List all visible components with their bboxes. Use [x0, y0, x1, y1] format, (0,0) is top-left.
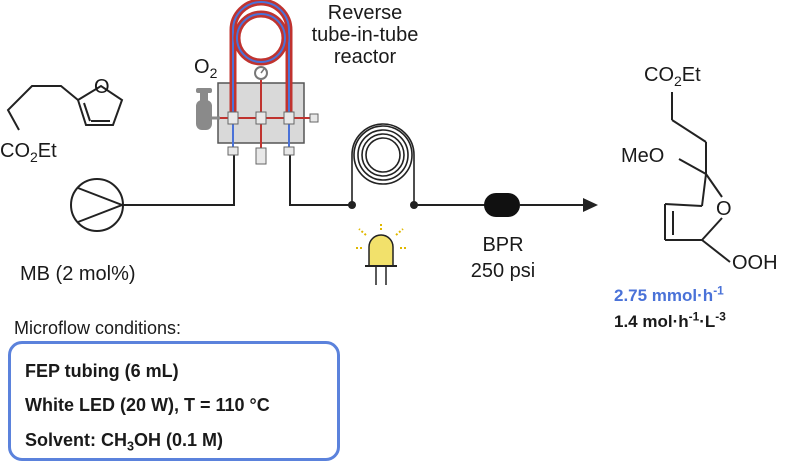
flow-arrowhead [583, 198, 598, 212]
product-ester: CO2Et [644, 64, 701, 89]
substrate-ester-co: CO [0, 140, 30, 162]
reactor-label-line1: Reverse [327, 2, 403, 24]
productivity-label: 2.75 mmol·h-1 [614, 283, 724, 307]
oxygen-cylinder-icon [196, 88, 220, 130]
pump-to-reactor-line [122, 152, 235, 206]
oxygen-subscript: 2 [209, 65, 218, 81]
conditions-led: White LED (20 W), T = 110 °C [25, 395, 270, 415]
oxygen-symbol: O [194, 56, 210, 78]
led-lamp-icon [354, 222, 408, 285]
product-methoxy: MeO [621, 145, 665, 167]
conditions-box: FEP tubing (6 mL) White LED (20 W), T = … [8, 341, 340, 461]
bpr-label-line1: BPR [482, 234, 524, 256]
substrate-structure [6, 84, 124, 131]
product-ring-oxygen: O [716, 198, 732, 220]
reactor-label-line3: reactor [333, 46, 397, 68]
pump-icon [70, 178, 125, 232]
oxygen-label: O2 [194, 56, 218, 81]
conditions-solvent-subscript: 3 [127, 439, 135, 454]
product-ester-subscript: 2 [674, 73, 682, 89]
substrate-ester: CO2Et [0, 140, 57, 165]
space-time-yield-exponent-2: -3 [715, 309, 726, 324]
catalyst-label: MB (2 mol%) [20, 263, 136, 285]
space-time-yield-volume: ·L [699, 312, 716, 331]
junction-dot [410, 201, 418, 209]
space-time-yield-label: 1.4 mol·h-1·L-3 [614, 309, 726, 333]
product-hydroperoxide: OOH [732, 252, 778, 274]
substrate-ring-oxygen: O [94, 76, 110, 98]
coil-reactor-icon [351, 123, 415, 205]
junction-dot [348, 201, 356, 209]
conditions-solvent-prefix: Solvent: CH [25, 430, 128, 450]
substrate-ester-subscript: 2 [30, 149, 38, 165]
productivity-exponent: -1 [713, 283, 724, 298]
reactor-to-coil-line [289, 152, 352, 206]
tube-in-tube-reactor [210, 0, 319, 165]
substrate-ester-et: Et [37, 140, 57, 162]
space-time-yield-value: 1.4 mol·h [614, 312, 689, 331]
bpr-label-line2: 250 psi [470, 260, 536, 282]
bpr-icon [484, 193, 520, 217]
productivity-value: 2.75 mmol·h [614, 286, 714, 305]
product-structure [664, 92, 731, 263]
product-ester-et: Et [681, 64, 701, 86]
conditions-tubing: FEP tubing (6 mL) [25, 361, 179, 381]
conditions-heading: Microflow conditions: [14, 318, 182, 338]
reactor-label-line2: tube-in-tube [311, 24, 419, 46]
bpr-label: BPR 250 psi [458, 234, 548, 282]
conditions-solvent: Solvent: CH3OH (0.1 M) [25, 430, 224, 453]
product-ester-co: CO [644, 64, 674, 86]
reactor-label: Reverse tube-in-tube reactor [300, 2, 430, 68]
conditions-solvent-suffix: OH (0.1 M) [134, 430, 224, 450]
flow-lines [122, 152, 583, 206]
space-time-yield-exponent-1: -1 [688, 309, 700, 324]
